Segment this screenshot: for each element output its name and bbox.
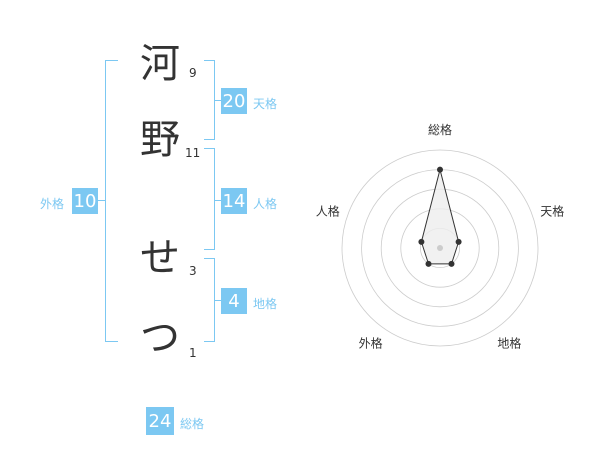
name-char-2: 野 [140, 117, 180, 163]
chikaku-value: 4 [221, 288, 247, 314]
radar-axis-label-2: 天格 [540, 204, 564, 219]
radar-center-dot [437, 245, 443, 251]
soukaku-value: 24 [146, 407, 174, 435]
tenkaku-value: 20 [221, 88, 247, 114]
stroke-count-4: 1 [189, 346, 197, 360]
tenkaku-connector [214, 100, 221, 101]
jinkaku-connector [214, 200, 221, 201]
radar-polygon [420, 169, 460, 265]
name-char-4: つ [140, 315, 180, 361]
radar-point-1 [437, 166, 443, 173]
name-char-1: 河 [140, 41, 180, 87]
stroke-count-2: 11 [185, 146, 201, 160]
radar-axis-label-4: 外格 [359, 336, 383, 351]
name-char-3: せ [140, 235, 180, 281]
tenkaku-label: 天格 [253, 97, 278, 111]
gaikaku-value: 10 [72, 188, 98, 214]
chikaku-connector [214, 300, 221, 301]
jinkaku-value: 14 [221, 188, 247, 214]
gaikaku-label: 外格 [40, 197, 65, 211]
radar-axis-label-5: 人格 [316, 204, 340, 219]
stroke-count-1: 9 [189, 66, 197, 80]
gaikaku-bracket [105, 60, 118, 342]
radar-axis-label-3: 地格 [497, 336, 521, 351]
chikaku-label: 地格 [253, 297, 278, 311]
radar-point-5 [418, 238, 425, 245]
stroke-count-3: 3 [189, 264, 197, 278]
jinkaku-label: 人格 [253, 197, 278, 211]
radar-point-4 [425, 260, 432, 267]
radar-ring-5 [341, 149, 539, 347]
soukaku-label: 総格 [180, 417, 205, 431]
jinkaku-bracket [204, 148, 215, 250]
radar-point-3 [448, 260, 455, 267]
radar-axis-label-1: 総格 [428, 122, 452, 137]
radar-point-2 [455, 238, 462, 245]
radar-points [418, 166, 462, 267]
gaikaku-connector [98, 200, 105, 201]
